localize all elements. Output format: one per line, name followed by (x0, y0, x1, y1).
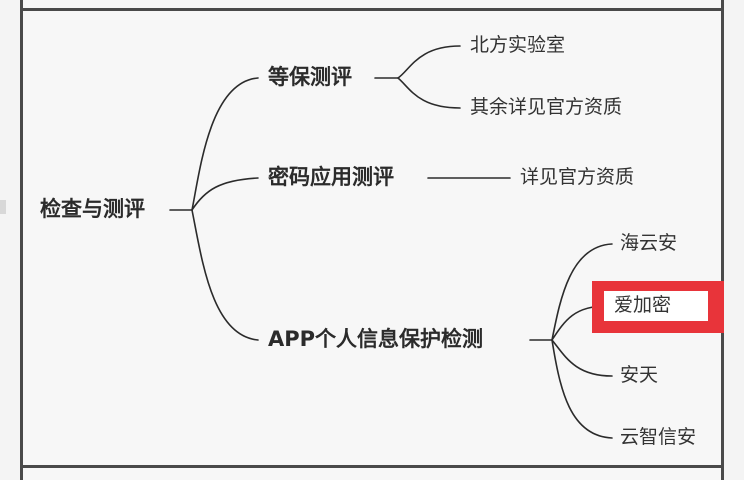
root-node: 检查与测评 (40, 197, 145, 221)
connector-dengbao-to-qiyu (397, 77, 461, 109)
leaf-node-antian: 安天 (620, 364, 659, 386)
leaf-node-yunzhi: 云智信安 (620, 426, 697, 448)
connector-dengbao-to-beifang (397, 45, 461, 79)
connector-root-to-mima (191, 177, 259, 211)
connector-app-to-yunzhi (551, 339, 613, 439)
leaf-node-qiyu: 其余详见官方资质 (470, 96, 623, 118)
leaf-node-beifang: 北方实验室 (470, 34, 566, 56)
connector-root-to-dengbao (191, 77, 259, 211)
leaf-node-aijiami: 爱加密 (614, 294, 672, 316)
leaf-node-haiyunan: 海云安 (620, 232, 678, 254)
connector-app-to-haiyunan (551, 243, 613, 341)
leaf-node-xiangjian: 详见官方资质 (520, 166, 635, 188)
connector-root-to-app (191, 209, 259, 341)
highlight-box-inner (604, 291, 708, 321)
diagram-frame (20, 8, 724, 468)
branch-node-mima: 密码应用测评 (268, 165, 394, 189)
connector-app-to-antian (551, 339, 613, 377)
branch-node-app: APP个人信息保护检测 (268, 327, 484, 351)
branch-node-dengbao: 等保测评 (268, 65, 352, 89)
frame-top-section (20, 0, 724, 8)
frame-bottom-section (20, 468, 724, 480)
left-edge-mark (0, 200, 6, 214)
